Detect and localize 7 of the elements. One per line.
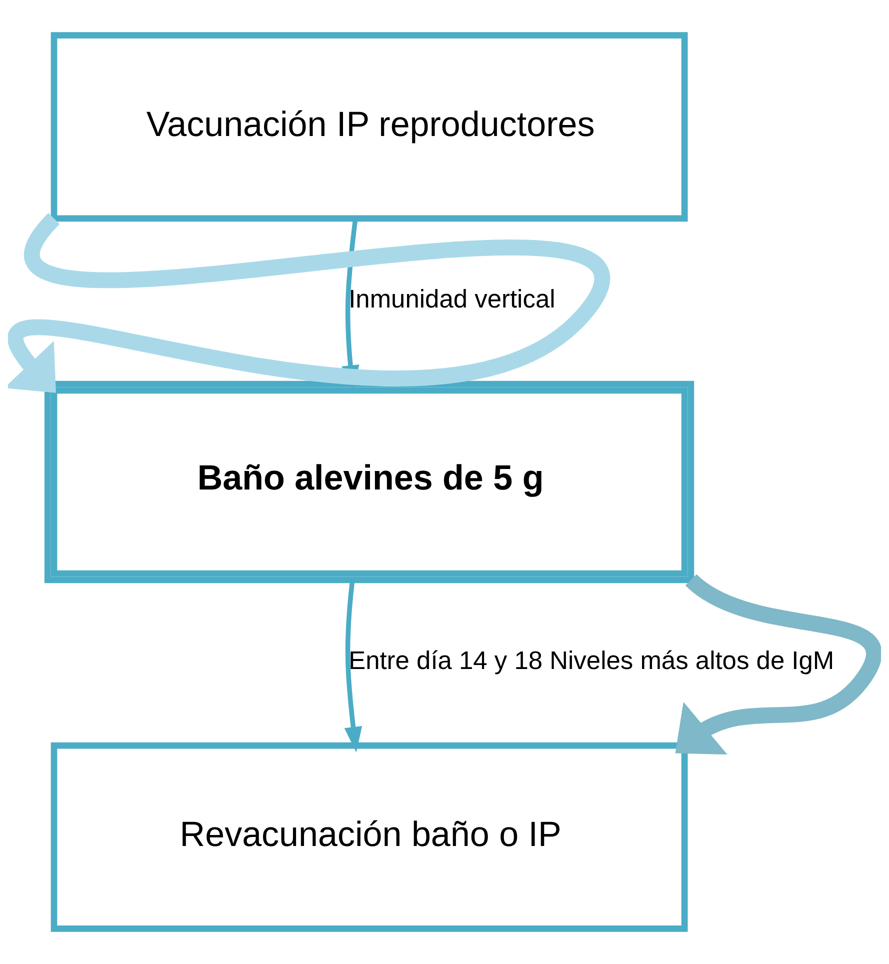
edge-label: Entre día 14 y 18 Niveles más altos de IgM — [348, 646, 834, 675]
node-box: Vacunación IP reproductores — [50, 32, 688, 222]
node-box: Baño alevines de 5 g — [44, 380, 694, 584]
node-box: Revacunación baño o IP — [50, 742, 688, 932]
arrow — [344, 580, 362, 752]
edge-label: Inmunidad vertical — [348, 285, 556, 314]
arrow — [675, 574, 881, 755]
